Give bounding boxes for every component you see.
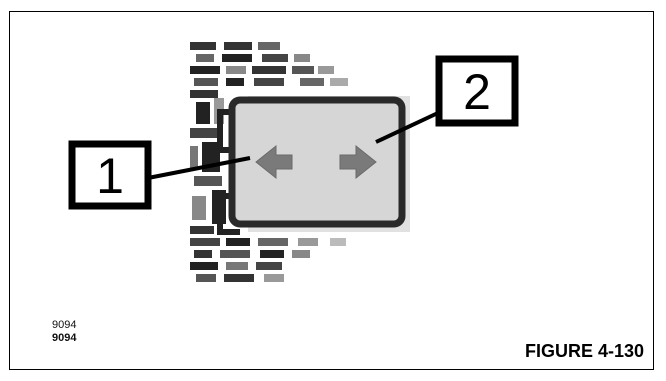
left-arrow-icon [255, 144, 293, 180]
callout-1-label: 1 [96, 148, 124, 204]
image-code-bold: 9094 [52, 332, 77, 344]
callout-2-label: 2 [463, 64, 491, 120]
brick-pattern [190, 42, 348, 282]
leader-line-1 [147, 156, 251, 180]
callout-1: 1 [68, 140, 152, 210]
image-code: 9094 [52, 319, 77, 331]
leader-line-2 [375, 110, 441, 144]
callout-2: 2 [435, 55, 519, 127]
right-arrow-icon [339, 144, 377, 180]
figure-label: FIGURE 4-130 [524, 341, 644, 361]
